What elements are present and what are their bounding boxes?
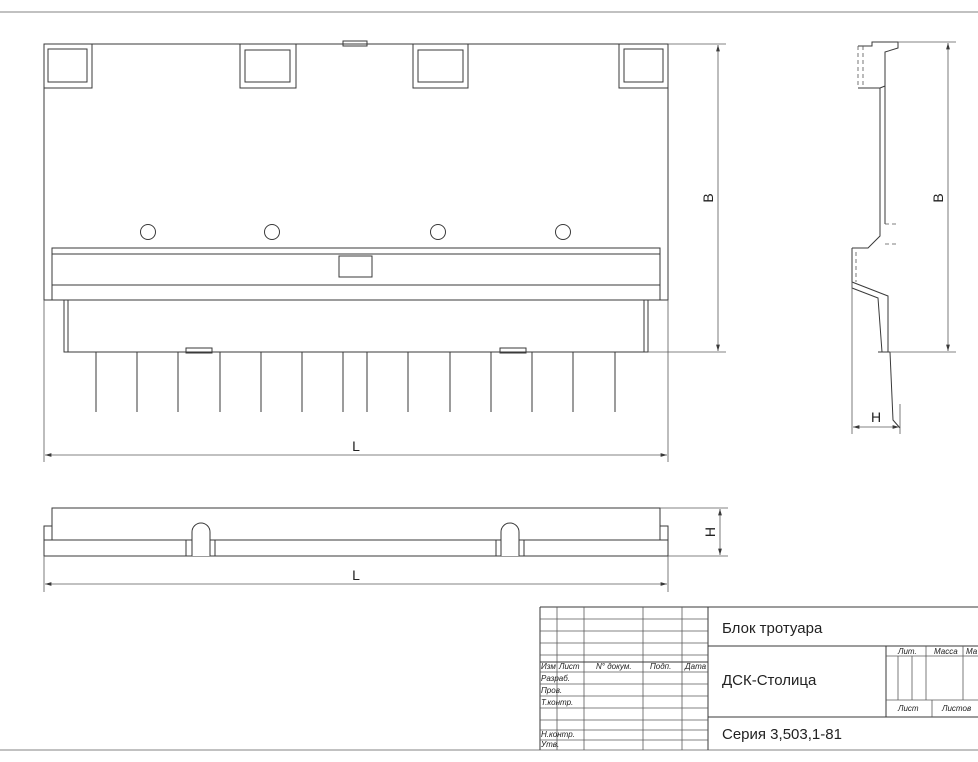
lifting-loop <box>185 522 216 556</box>
lifting-pocket <box>239 43 297 89</box>
series-number: Серия 3,503,1-81 <box>722 726 842 743</box>
header-scale: Ма <box>966 647 978 656</box>
embedded-plate <box>499 347 527 354</box>
side-view: B H <box>851 41 956 434</box>
header-sheets: Листов <box>941 704 971 713</box>
hole <box>430 224 446 240</box>
header-lit: Лит. <box>897 647 917 656</box>
hole <box>264 224 280 240</box>
role-nkontr: Н.контр. <box>541 730 575 739</box>
dimension-label-l-bottom: L <box>352 567 360 583</box>
dimension-label-h-side: H <box>871 409 881 425</box>
header-doc-number: N° докум. <box>596 662 632 671</box>
header-mass: Масса <box>934 647 958 656</box>
dimension-label-h-bottom: H <box>702 527 718 537</box>
lifting-pocket <box>412 43 469 89</box>
plan-view: L B <box>43 40 726 462</box>
hole <box>140 224 156 240</box>
drawing-title: Блок тротуара <box>722 620 823 637</box>
header-signature: Подп. <box>650 662 671 671</box>
rebar-lines <box>95 352 616 412</box>
top-tab <box>342 40 368 47</box>
dimension-label-b: B <box>700 193 716 202</box>
header-izm: Изм <box>541 662 556 671</box>
dimension-label-l: L <box>352 438 360 454</box>
role-prov: Пров. <box>541 686 562 695</box>
hole <box>555 224 571 240</box>
bottom-view: L H <box>43 507 728 592</box>
lifting-pocket <box>43 43 93 89</box>
dimension-label-b-side: B <box>930 193 946 202</box>
lifting-pocket <box>618 43 669 89</box>
title-block: Блок тротуара ДСК-Столица Серия 3,503,1-… <box>539 606 978 750</box>
organization-name: ДСК-Столица <box>722 672 817 689</box>
header-sheet: Лист <box>897 704 919 713</box>
embedded-plate <box>185 347 213 354</box>
center-plate <box>338 255 373 278</box>
header-date: Дата <box>684 662 707 671</box>
role-razrab: Разраб. <box>541 674 570 683</box>
lifting-loop <box>495 522 525 556</box>
front-band <box>51 247 661 301</box>
header-list: Лист <box>558 662 580 671</box>
role-utv: Утв. <box>540 740 559 749</box>
role-tkontr: Т.контр. <box>541 698 573 707</box>
